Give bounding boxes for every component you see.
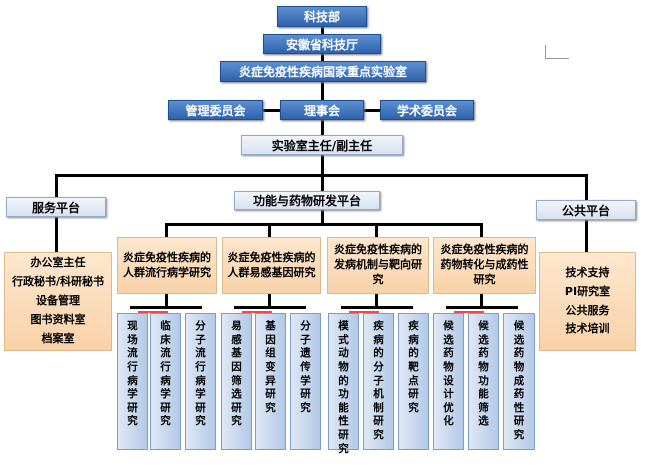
connector: [321, 209, 324, 225]
leaf-model-animal: 模式动物的功能性研究: [328, 313, 359, 455]
connector: [268, 293, 271, 308]
connector: [268, 223, 271, 238]
connector: [375, 293, 378, 308]
list-item: 技术支持: [565, 265, 610, 279]
leaf-drug-design: 候选药物设计优化: [433, 313, 464, 450]
leaf-clinical-epidemiology: 临床流行病学研究: [150, 313, 181, 450]
list-item: 办公室主任: [30, 256, 86, 270]
list-item: 行政秘书/科研秘书: [11, 275, 105, 289]
research-group-drug-translation: 炎症免疫性疾病的药物转化与成药性研究: [433, 237, 536, 294]
leaf-genome-variation: 基因组变异研究: [255, 313, 286, 450]
list-item: PI研究室: [564, 284, 611, 298]
list-item: 设备管理: [36, 294, 80, 308]
leaf-gene-screening: 易感基因筛选研究: [221, 313, 252, 450]
node-provincial-department: 安徽省科技厅: [263, 34, 381, 54]
list-item: 档案室: [41, 331, 75, 345]
connector: [321, 174, 324, 192]
connector: [321, 154, 324, 176]
service-platform-items: 办公室主任 行政秘书/科研秘书 设备管理 图书资料室 档案室: [4, 252, 112, 351]
connector: [165, 223, 168, 238]
connector: [321, 119, 324, 135]
connector: [55, 174, 58, 198]
connector: [585, 174, 588, 200]
connector: [55, 216, 58, 252]
corner-mark: [545, 45, 546, 59]
connector: [480, 293, 483, 308]
node-academic-committee: 学术委员会: [380, 100, 474, 120]
node-public-platform: 公共平台: [536, 200, 636, 220]
leaf-disease-targets: 疾病的靶点研究: [398, 313, 429, 450]
list-item: 技术培训: [565, 322, 610, 336]
node-management-committee: 管理委员会: [168, 100, 263, 120]
research-group-epidemiology: 炎症免疫性疾病的人群流行病学研究: [117, 237, 217, 294]
node-lab-director: 实验室主任/副主任: [241, 135, 403, 155]
leaf-druggability: 候选药物成药性研究: [503, 313, 535, 450]
leaf-drug-screening: 候选药物功能筛选: [468, 313, 499, 450]
public-platform-items: 技术支持 PI研究室 公共服务 技术培训: [539, 252, 636, 351]
connector: [234, 306, 306, 309]
leaf-molecular-genetics: 分子遗传学研究: [290, 313, 321, 450]
connector: [446, 306, 518, 309]
leaf-molecular-epidemiology: 分子流行病学研究: [185, 313, 216, 450]
connector: [321, 53, 324, 61]
node-service-platform: 服务平台: [6, 197, 106, 217]
node-research-platform: 功能与药物研发平台: [234, 191, 380, 210]
red-accent: [349, 311, 379, 313]
research-group-pathogenesis: 炎症免疫性疾病的发病机制与靶向研究: [327, 237, 429, 294]
corner-mark: [545, 58, 569, 59]
red-accent: [138, 311, 168, 313]
leaf-field-epidemiology: 现场流行病学研究: [117, 313, 148, 450]
red-accent: [454, 311, 484, 313]
research-group-susceptibility-genes: 炎症免疫性疾病的人群易感基因研究: [222, 237, 321, 294]
node-state-key-lab: 炎症免疫性疾病国家重点实验室: [220, 61, 426, 82]
node-ministry: 科技部: [277, 6, 367, 27]
leaf-molecular-mechanism: 疾病的分子机制研究: [363, 313, 394, 450]
connector: [321, 26, 324, 36]
node-council: 理事会: [280, 100, 364, 120]
connector: [130, 306, 202, 309]
connector: [165, 223, 483, 226]
red-accent: [242, 311, 272, 313]
connector: [262, 109, 282, 112]
connector: [375, 223, 378, 238]
connector: [321, 81, 324, 100]
connector: [341, 306, 413, 309]
connector: [362, 109, 382, 112]
list-item: 公共服务: [565, 303, 610, 317]
list-item: 图书资料室: [30, 312, 86, 326]
connector: [165, 293, 168, 308]
connector: [585, 219, 588, 252]
connector: [480, 223, 483, 238]
